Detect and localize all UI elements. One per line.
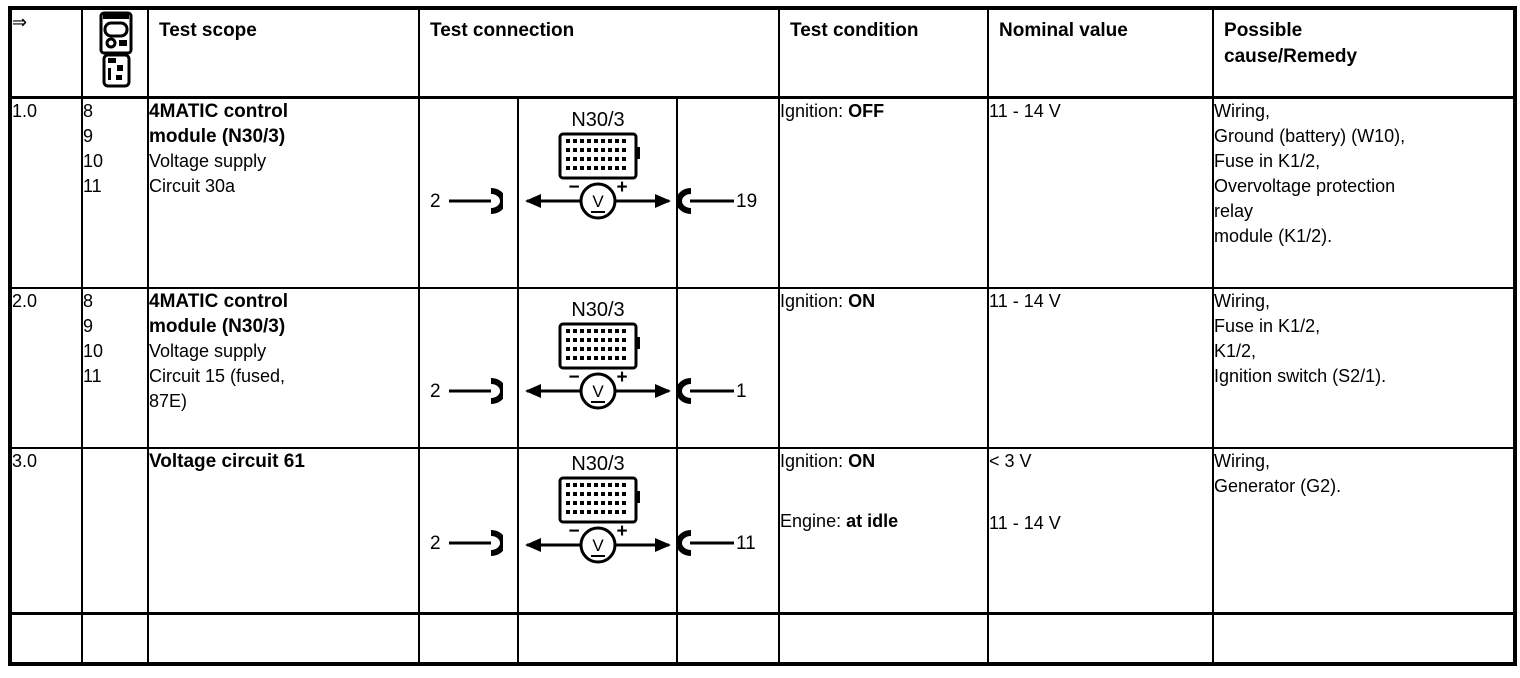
condition-line: Ignition: ON [780,451,876,472]
svg-text:−: − [568,177,579,198]
empty-cell [147,612,420,666]
probe-clip-right-icon [679,378,734,405]
probe-clip-left-icon [448,378,503,405]
tester-steps-cell: 8 9 10 11 [81,287,149,450]
probe-pin-number: 2 [430,532,441,554]
tester-steps-cell: 8 9 10 11 [81,96,149,290]
probe-clip-left-icon [448,530,503,557]
empty-cell [418,612,519,666]
probe-pin-number: 1 [736,380,747,402]
probe-pin-number: 19 [736,190,758,212]
empty-cell [81,612,149,666]
connection-probe-left-cell: 2 [418,96,519,290]
scope-title: 4MATIC control module (N30/3) [149,101,288,148]
connection-diagram-cell: N30/3 − + V [517,287,678,450]
table-row: 3.0 Voltage circuit 61 2 N30/3 [9,447,1517,615]
svg-text:+: + [616,367,627,388]
test-scope-cell: 4MATIC control module (N30/3) Voltage su… [147,287,420,450]
connector-voltmeter-diagram: N30/3 − + V [524,453,671,564]
condition-line: Engine: at idle [780,511,899,532]
connection-probe-left-cell: 2 [418,287,519,450]
svg-text:+: + [616,177,627,198]
svg-text:V: V [592,192,604,211]
probe-clip-right-icon [679,530,734,557]
connector-voltmeter-diagram: N30/3 − + V [524,109,671,220]
svg-text:N30/3: N30/3 [571,109,624,131]
svg-text:N30/3: N30/3 [571,299,624,321]
handheld-tester-icon [99,11,133,88]
svg-text:V: V [592,536,604,555]
nominal-value-line: 11 - 14 V [989,513,1061,534]
remedy-cell: Wiring, Ground (battery) (W10), Fuse in … [1212,96,1517,290]
column-header-nominal-value: Nominal value [987,7,1215,100]
column-header-test-condition: Test condition [778,7,990,100]
scope-title: 4MATIC control module (N30/3) [149,291,288,338]
empty-cell [675,612,781,666]
scope-details: Voltage supply Circuit 30a [149,151,267,197]
scope-title: Voltage circuit 61 [149,451,305,473]
test-condition-cell: Ignition: ON Engine: at idle [778,447,990,615]
nominal-value-cell: 11 - 14 V [987,287,1215,450]
svg-text:N30/3: N30/3 [571,453,624,475]
nominal-value-line: 11 - 14 V [989,291,1061,312]
connection-probe-left-cell: 2 [418,447,519,615]
nominal-value-line: < 3 V [989,451,1032,472]
connection-diagram-cell: N30/3 − + V [517,96,678,290]
remedy-cell: Wiring, Generator (G2). [1212,447,1517,615]
table-row: 2.0 8 9 10 11 4MATIC control module (N30… [9,287,1517,450]
empty-cell [9,612,83,666]
svg-text:−: − [568,521,579,542]
empty-table-row [9,612,1517,666]
empty-cell [1212,612,1517,666]
step-cell: 3.0 [9,447,83,615]
table-row: 1.0 8 9 10 11 4MATIC control module (N30… [9,96,1517,290]
diagnostic-test-table: ⇒ Test scope Test connection Test condit… [8,6,1518,666]
column-header-test-connection: Test connection [417,7,781,100]
test-scope-cell: Voltage circuit 61 [147,447,420,615]
connection-probe-right-cell: 1 [675,287,781,450]
nominal-value-line: 11 - 14 V [989,101,1061,122]
scope-details: Voltage supply Circuit 15 (fused, 87E) [149,341,286,412]
svg-text:+: + [616,521,627,542]
step-cell: 1.0 [9,96,83,290]
condition-line: Ignition: OFF [780,101,885,122]
empty-cell [778,612,990,666]
empty-cell [987,612,1215,666]
test-condition-cell: Ignition: ON [778,287,990,450]
connection-diagram-cell: N30/3 − + V [517,447,678,615]
tester-steps-cell [81,447,149,615]
probe-clip-right-icon [679,188,734,215]
nominal-value-cell: < 3 V 11 - 14 V [987,447,1215,615]
probe-pin-number: 2 [430,190,441,212]
svg-text:V: V [592,382,604,401]
nominal-value-cell: 11 - 14 V [987,96,1215,290]
svg-text:−: − [568,367,579,388]
empty-cell [517,612,678,666]
probe-clip-left-icon [448,188,503,215]
connection-probe-right-cell: 11 [675,447,781,615]
column-header-test-scope: Test scope [147,7,420,100]
probe-pin-number: 2 [430,380,441,402]
tester-icon-header-cell [81,7,149,100]
step-cell: 2.0 [9,287,83,450]
test-scope-cell: 4MATIC control module (N30/3) Voltage su… [147,96,420,290]
connection-probe-right-cell: 19 [675,96,781,290]
probe-pin-number: 11 [736,532,756,554]
test-condition-cell: Ignition: OFF [778,96,990,290]
arrow-icon: ⇒ [9,7,83,100]
condition-line: Ignition: ON [780,291,876,312]
connector-voltmeter-diagram: N30/3 − + V [524,299,671,410]
table-header-row: ⇒ Test scope Test connection Test condit… [9,7,1517,100]
remedy-cell: Wiring, Fuse in K1/2, K1/2, Ignition swi… [1212,287,1517,450]
column-header-possible-cause-remedy: Possible cause/Remedy [1212,7,1517,100]
